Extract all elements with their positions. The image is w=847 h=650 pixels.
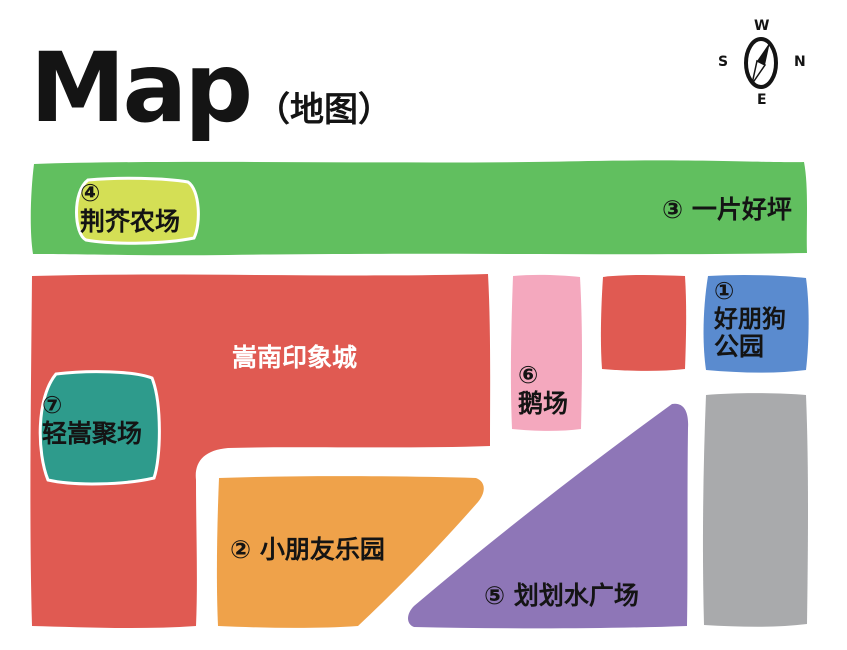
- label-water-name: 划划水广场: [513, 581, 639, 610]
- compass-bottom-letter: E: [757, 92, 767, 108]
- compass-needle-icon: [744, 37, 778, 89]
- zone-lawn[interactable]: [28, 158, 811, 258]
- label-water-number: ⑤: [484, 581, 506, 610]
- map-title: Map （地图）: [30, 40, 392, 136]
- label-lawn-name: 一片好坪: [691, 195, 792, 224]
- zone-small-red-block[interactable]: [598, 272, 690, 374]
- compass-top-letter: W: [754, 18, 770, 34]
- label-farm: ④ 荆芥农场: [80, 179, 181, 236]
- label-square-name: 轻嵩聚场: [42, 418, 143, 448]
- label-city: 嵩南印象城: [232, 343, 358, 373]
- zone-water[interactable]: [404, 398, 692, 632]
- zone-goose[interactable]: [508, 272, 586, 434]
- zone-square[interactable]: [34, 368, 164, 488]
- label-lawn-number: ③: [662, 195, 684, 224]
- label-dogpark-name-line1: 好朋狗: [714, 304, 786, 333]
- label-city-name: 嵩南印象城: [232, 343, 358, 372]
- label-farm-number: ④: [80, 179, 101, 207]
- label-lawn: ③ 一片好坪: [662, 195, 792, 225]
- label-goose-number: ⑥: [518, 361, 539, 389]
- label-goose-name: 鹅场: [518, 388, 569, 418]
- label-farm-name: 荆芥农场: [80, 206, 181, 236]
- label-dogpark-number: ①: [714, 277, 735, 305]
- compass-left-letter: S: [718, 54, 729, 70]
- label-square: ⑦ 轻嵩聚场: [42, 391, 143, 448]
- zone-city[interactable]: [28, 270, 494, 632]
- compass-right-letter: N: [794, 54, 806, 70]
- title-subtitle: （地图）: [256, 90, 393, 130]
- label-kidspark-number: ②: [230, 535, 252, 564]
- zone-gray-block[interactable]: [700, 390, 812, 630]
- compass-rose: W E S N: [716, 18, 806, 108]
- label-kidspark-name: 小朋友乐园: [259, 535, 385, 564]
- label-kidspark: ② 小朋友乐园: [230, 535, 385, 565]
- zone-farm[interactable]: [70, 176, 202, 246]
- label-dogpark: ① 好朋狗 公园: [714, 277, 786, 362]
- label-water: ⑤ 划划水广场: [484, 581, 639, 611]
- title-main: Map: [30, 32, 253, 144]
- label-square-number: ⑦: [42, 391, 63, 419]
- label-dogpark-name-line2: 公园: [714, 332, 765, 362]
- zone-kidspark[interactable]: [214, 472, 488, 632]
- zone-dogpark[interactable]: [700, 272, 812, 376]
- label-goose: ⑥ 鹅场: [518, 361, 569, 418]
